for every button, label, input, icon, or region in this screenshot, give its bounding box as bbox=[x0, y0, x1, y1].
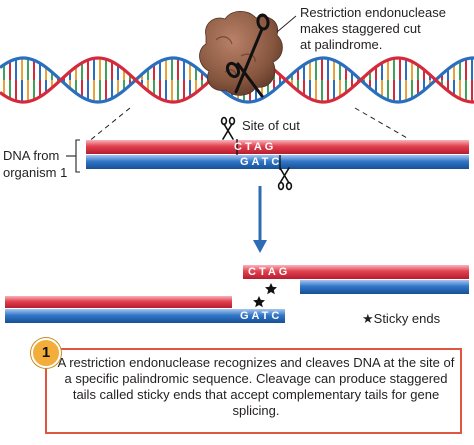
star-icon bbox=[265, 283, 277, 295]
cut-lines bbox=[236, 139, 281, 170]
step-number-badge: 1 bbox=[31, 338, 61, 368]
left-fragment bbox=[5, 296, 285, 323]
site-of-cut-label: Site of cut bbox=[242, 118, 300, 133]
right-fragment bbox=[243, 265, 469, 294]
enzyme-caption: Restriction endonuclease makes staggered… bbox=[300, 5, 446, 52]
bottom-blue-strand-left bbox=[86, 155, 280, 169]
top-red-strand-left bbox=[86, 140, 237, 154]
top-strand-sequence: CTAG bbox=[234, 141, 277, 153]
explanation-box bbox=[45, 348, 462, 434]
sticky-ends-label: ★Sticky ends bbox=[362, 311, 441, 326]
fragment-top-sequence: CTAG bbox=[248, 266, 291, 278]
organism-bracket bbox=[66, 139, 80, 173]
dna-duplex bbox=[86, 140, 469, 169]
dna-double-helix bbox=[0, 56, 474, 104]
top-red-strand-right bbox=[237, 140, 469, 154]
scissors-icon bbox=[277, 167, 293, 191]
explanation-text: A restriction endonuclease recognizes an… bbox=[57, 355, 455, 418]
bottom-strand-sequence: GATC bbox=[240, 156, 283, 168]
star-icon bbox=[253, 296, 265, 308]
arrow-down-icon bbox=[253, 186, 267, 253]
dna-from-organism-label: DNA from organism 1 bbox=[3, 148, 68, 180]
scissors-icon bbox=[220, 116, 236, 140]
scissors-icon bbox=[225, 13, 270, 98]
fragment-bottom-sequence: GATC bbox=[240, 310, 283, 322]
caption-leader bbox=[276, 15, 297, 33]
bottom-blue-strand-right bbox=[280, 155, 469, 169]
zoom-lines bbox=[87, 107, 408, 143]
